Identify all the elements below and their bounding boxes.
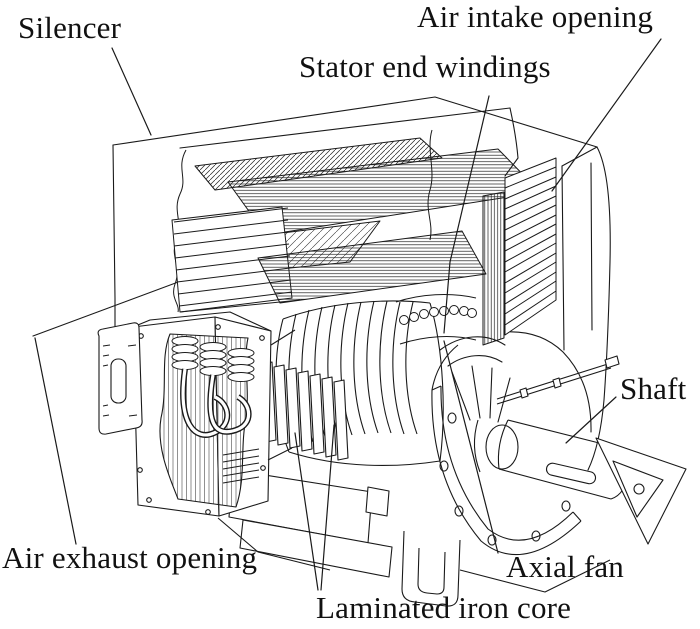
label-shaft: Shaft	[620, 371, 687, 406]
silencer-internal-baffles	[171, 129, 541, 346]
stator-end-windings-part	[395, 294, 477, 345]
leader-silencer	[111, 47, 152, 136]
label-air-exhaust-opening: Air exhaust opening	[2, 540, 258, 575]
leader-laminated-core-1	[294, 432, 319, 591]
label-axial-fan: Axial fan	[506, 549, 625, 584]
terminal-cables	[180, 368, 252, 438]
machine-base	[217, 469, 611, 607]
laminated-iron-core-part	[261, 300, 444, 467]
label-air-intake-opening: Air intake opening	[417, 0, 654, 34]
leader-laminated-core-2	[320, 424, 335, 591]
silencer-housing	[32, 96, 611, 471]
axial-fan-part	[439, 336, 511, 423]
label-silencer: Silencer	[18, 10, 122, 45]
air-intake-grille	[504, 157, 557, 336]
label-stator-end-windings: Stator end windings	[299, 49, 551, 84]
leader-lines	[34, 38, 662, 591]
leader-axial-fan	[443, 340, 499, 554]
label-laminated-iron-core: Laminated iron core	[316, 590, 572, 625]
leader-stator-end-windings	[443, 95, 490, 334]
end-shield	[431, 344, 582, 556]
leader-air-exhaust	[34, 337, 77, 545]
terminal-box	[97, 311, 296, 517]
leader-air-intake	[551, 38, 662, 192]
right-foot-bracket	[595, 437, 687, 545]
leader-shaft	[565, 396, 617, 444]
